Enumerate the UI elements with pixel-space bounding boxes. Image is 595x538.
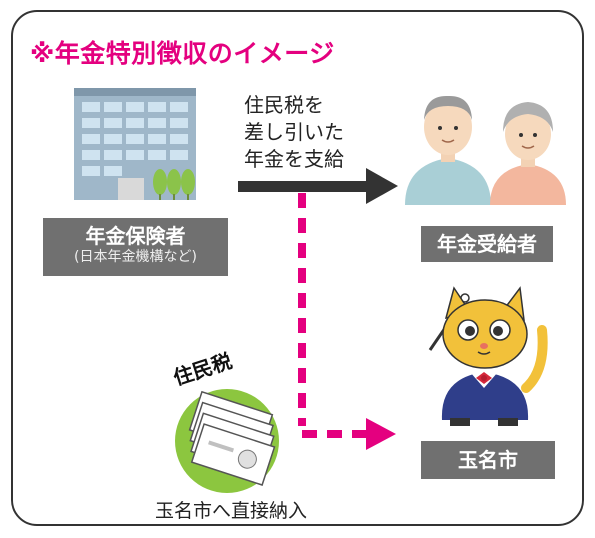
recipient-name: 年金受給者 xyxy=(437,232,537,256)
flow-label-line-2: 差し引いた xyxy=(244,120,344,144)
payment-arrow xyxy=(238,168,398,204)
elderly-couple-icon xyxy=(405,95,566,205)
payer-name: 年金保険者 xyxy=(85,224,186,248)
city-name: 玉名市 xyxy=(458,448,518,472)
city-label: 玉名市 xyxy=(421,441,555,479)
tax-flow-arrow xyxy=(298,193,396,450)
banknotes-icon xyxy=(175,389,279,493)
flow-label-line-1: 住民税を xyxy=(244,93,324,117)
payer-note: (日本年金機構など) xyxy=(74,249,197,265)
recipient-label: 年金受給者 xyxy=(421,226,553,262)
diagram-title: ※年金特別徴収のイメージ xyxy=(30,39,335,68)
office-building-icon xyxy=(74,88,196,200)
payer-label: 年金保険者 (日本年金機構など) xyxy=(43,218,228,276)
cat-mascot-icon xyxy=(428,286,548,426)
payment-caption: 玉名市へ直接納入 xyxy=(154,500,307,522)
flow-label: 住民税を 差し引いた 年金を支給 xyxy=(244,92,384,173)
flow-label-line-3: 年金を支給 xyxy=(244,147,344,171)
